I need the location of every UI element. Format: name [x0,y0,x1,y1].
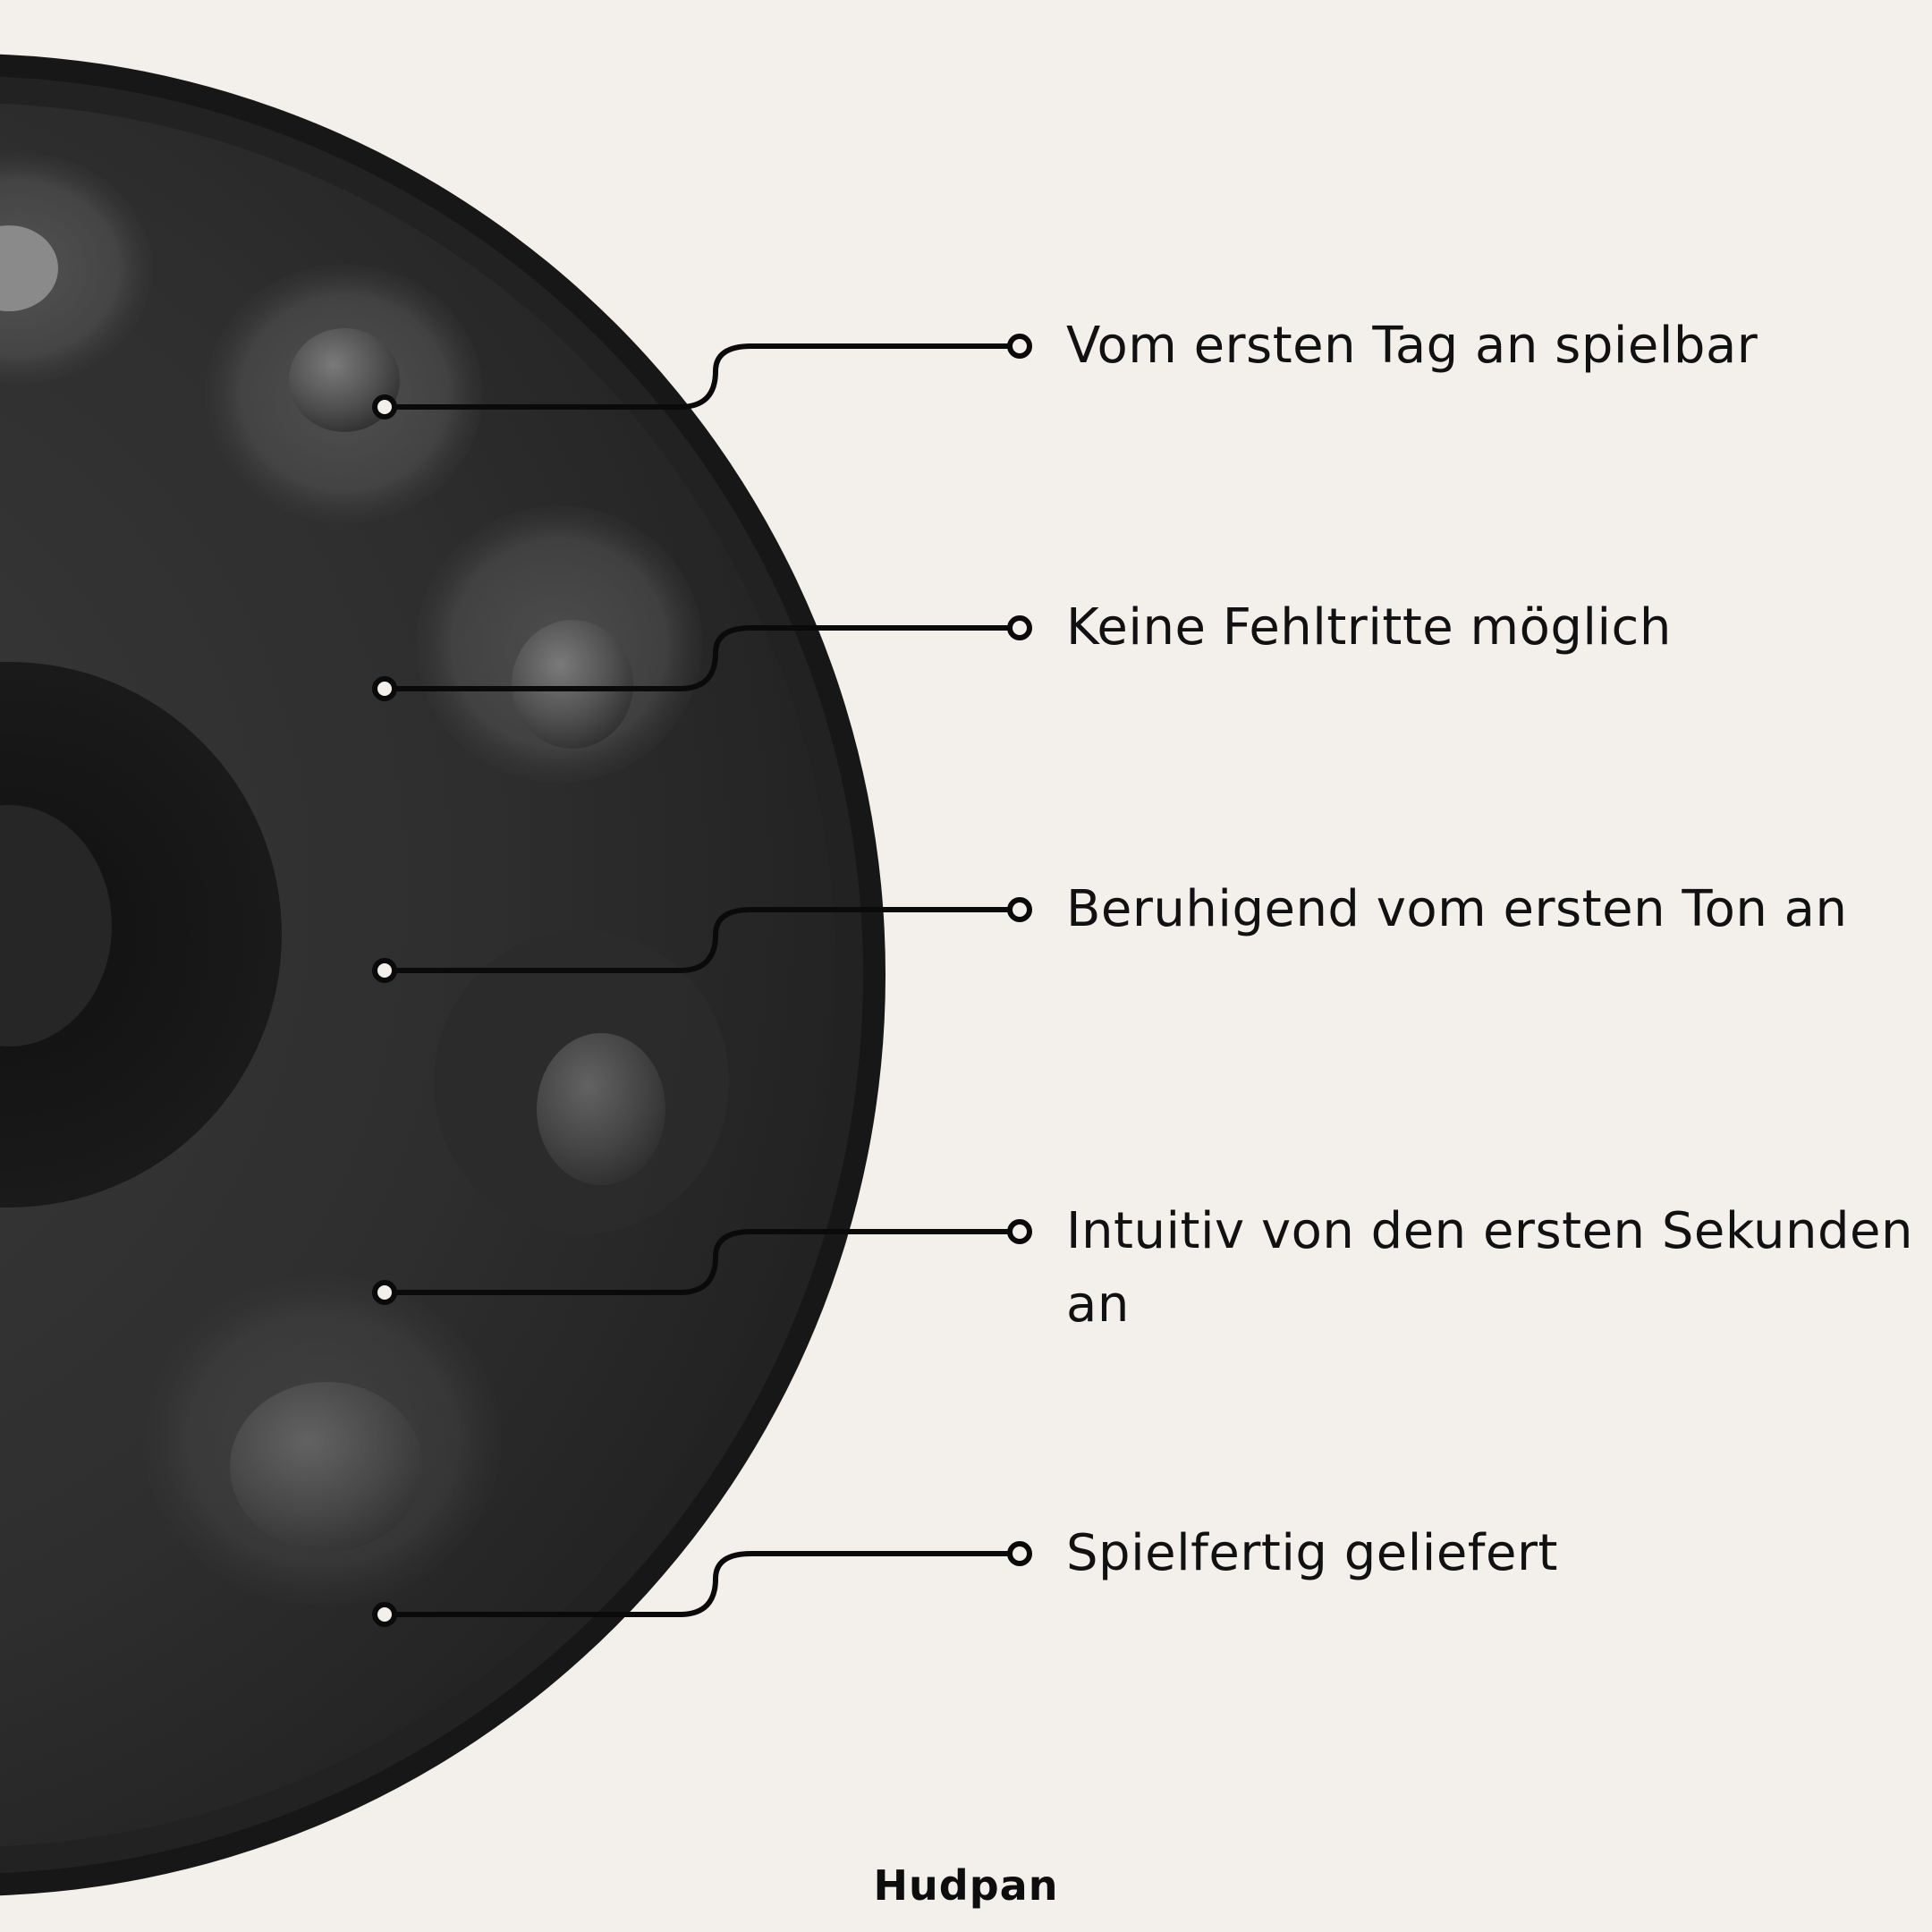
feature-label-4: Intuitiv von den ersten Sekunden an [1066,1202,1913,1334]
callout-line-1 [382,343,1022,410]
ring-dot-icon [372,1280,397,1305]
ring-dot-icon [372,394,397,419]
tone-dimple [0,225,58,311]
callout-line-5 [382,1551,1022,1617]
tone-dimple [289,328,400,432]
ring-dot-icon [372,1602,397,1627]
feature-label-5: Spielfertig geliefert [1066,1524,1558,1582]
ring-dot-icon [1007,1219,1032,1244]
ring-dot-icon [1007,615,1032,640]
ring-dot-icon [1007,334,1032,359]
ring-dot-icon [372,676,397,701]
feature-label-3: Beruhigend vom ersten Ton an [1066,880,1848,938]
callout-line-4 [382,1229,1022,1295]
tone-fields [0,152,729,1606]
tone-dimple [230,1382,423,1552]
center-ding-dimple [0,805,112,1046]
ring-dot-icon [1007,1541,1032,1566]
ring-dot-icon [372,958,397,983]
callout-markers [372,334,1032,1627]
center-ding-field [0,662,282,1208]
feature-label-2: Keine Fehltritte möglich [1066,598,1672,657]
brand-logo: Hudpan [873,1861,1059,1910]
tone-dimple [512,620,633,749]
ring-dot-icon [1007,897,1032,922]
tone-field [0,152,152,385]
tone-dimple [537,1033,665,1185]
callout-line-3 [382,907,1022,973]
feature-label-1: Vom ersten Tag an spielbar [1066,317,1758,375]
callout-line-2 [382,625,1022,691]
callout-lines [382,343,1022,1617]
